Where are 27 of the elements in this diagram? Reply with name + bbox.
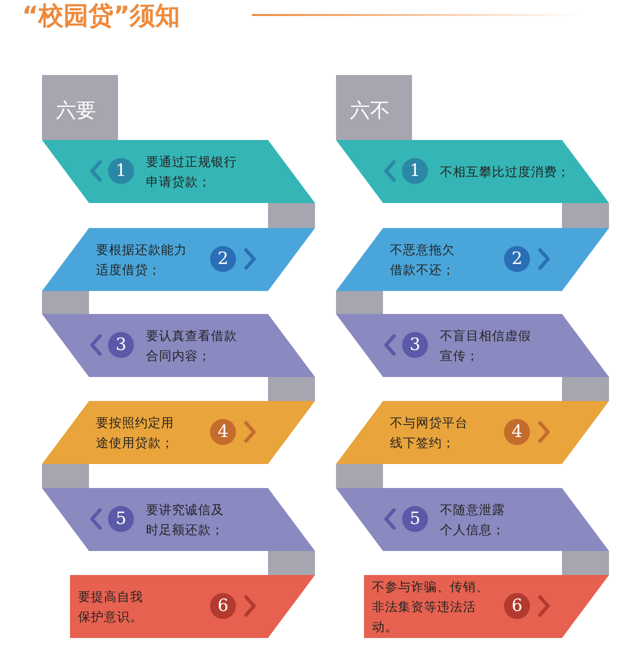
ribbon-text: 要根据还款能力适度借贷； <box>96 240 188 278</box>
header-tab <box>336 75 412 140</box>
ribbon-banner <box>336 488 609 551</box>
ribbon-banner <box>42 140 315 203</box>
ribbon-banner <box>336 228 609 291</box>
ribbon-banner <box>336 401 609 464</box>
ribbon-banner <box>42 228 315 291</box>
ribbon-text: 要认真查看借款合同内容； <box>146 326 238 364</box>
ribbon-banner <box>42 488 315 551</box>
ribbon-text: 不与网贷平台线下签约； <box>390 414 469 452</box>
ribbon-text: 不随意泄露个人信息； <box>440 500 506 538</box>
ribbon-banner <box>42 314 315 377</box>
ribbon-text: 不恶意拖欠借款不还； <box>390 240 456 278</box>
ribbon-text: 要讲究诚信及时足额还款； <box>146 500 225 538</box>
ribbon-text: 不盲目相信虚假宣传； <box>440 326 532 364</box>
header-text: 六要 <box>56 98 96 122</box>
header-text: 六不 <box>350 98 390 122</box>
ribbon-banner <box>336 314 609 377</box>
ribbon-text: 不参与诈骗、传销、非法集资等违法活动。 <box>372 578 490 636</box>
ribbon-text: 要通过正规银行申请贷款； <box>146 152 238 190</box>
ribbon-banner <box>336 140 609 203</box>
ribbon-text: 要提高自我保护意识。 <box>78 588 144 626</box>
header-tab <box>42 75 118 140</box>
ribbon-banner <box>42 401 315 464</box>
page-title: “校园贷”须知 <box>22 0 180 32</box>
ribbon-text: 不相互攀比过度消费； <box>440 162 571 180</box>
ribbon-text: 要按照约定用途使用贷款； <box>96 414 175 452</box>
